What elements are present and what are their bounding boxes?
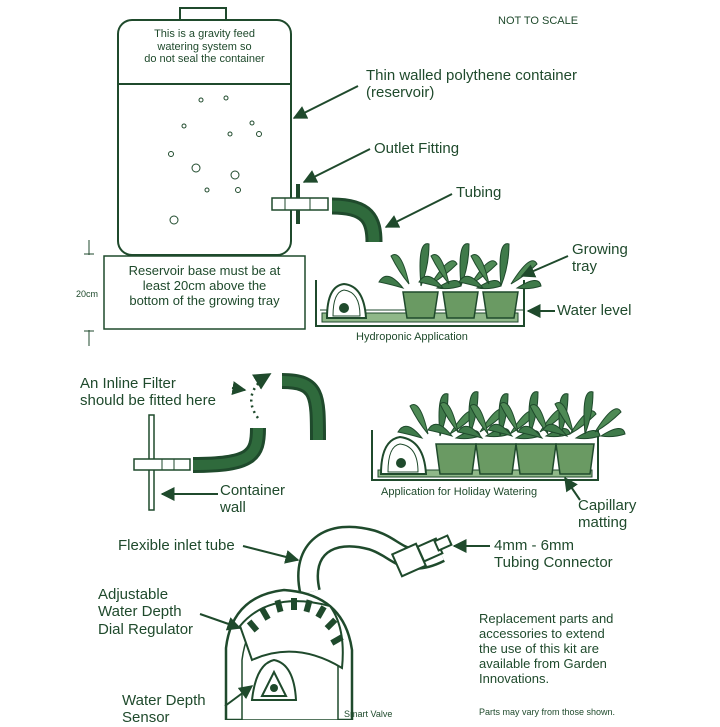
brand-label: Smart Valve [344, 709, 393, 719]
pots-holiday [397, 391, 626, 475]
reservoir-base-note: Reservoir base must be at least 20cm abo… [128, 263, 281, 308]
leader-arrows [160, 85, 581, 707]
replacement-parts-note: Replacement parts and accessories to ext… [479, 611, 614, 686]
dial-regulator [238, 598, 344, 670]
hydroponic-label: Hydroponic Application [356, 331, 468, 343]
water-depth-sensor [250, 658, 298, 701]
reservoir-container [117, 7, 292, 256]
height-label: 20cm [76, 289, 99, 299]
valve-body [224, 588, 354, 720]
water-level-label: Water level [557, 302, 632, 319]
pots-hydroponic [378, 243, 542, 319]
capillary-matting-label: Capillary matting [578, 497, 637, 532]
inlet-tube-label: Flexible inlet tube [118, 537, 235, 554]
not-to-scale-note: NOT TO SCALE [498, 15, 579, 27]
filter-dotted-arrow [250, 372, 272, 419]
tubing-connector [390, 534, 453, 578]
container-label: Thin walled polythene container (reservo… [366, 67, 577, 102]
outlet-fitting [271, 184, 329, 224]
height-dimension [84, 240, 94, 346]
water-depth-sensor-label: Water Depth Sensor [122, 692, 206, 727]
dial-regulator-label: Adjustable Water Depth Dial Regulator [98, 586, 194, 638]
outlet-fitting-label: Outlet Fitting [374, 140, 460, 157]
smart-valve-small [325, 282, 368, 319]
reservoir-base-box [103, 255, 306, 330]
air-bubbles [168, 95, 262, 225]
container-wall-fitting [133, 414, 191, 511]
holiday-watering-label: Application for Holiday Watering [381, 486, 538, 498]
inline-filter-label: An Inline Filter should be fitted here [80, 375, 216, 410]
smart-valve-holiday [379, 435, 428, 475]
tubing-connector-label: 4mm - 6mm Tubing Connector [494, 537, 613, 572]
container-wall-label: Container wall [220, 482, 286, 517]
tubing-label: Tubing [456, 184, 502, 201]
parts-vary-note: Parts may vary from those shown. [479, 707, 616, 717]
growing-tray-label: Growing tray [572, 241, 628, 276]
gravity-feed-warning: This is a gravity feed watering system s… [144, 28, 265, 66]
